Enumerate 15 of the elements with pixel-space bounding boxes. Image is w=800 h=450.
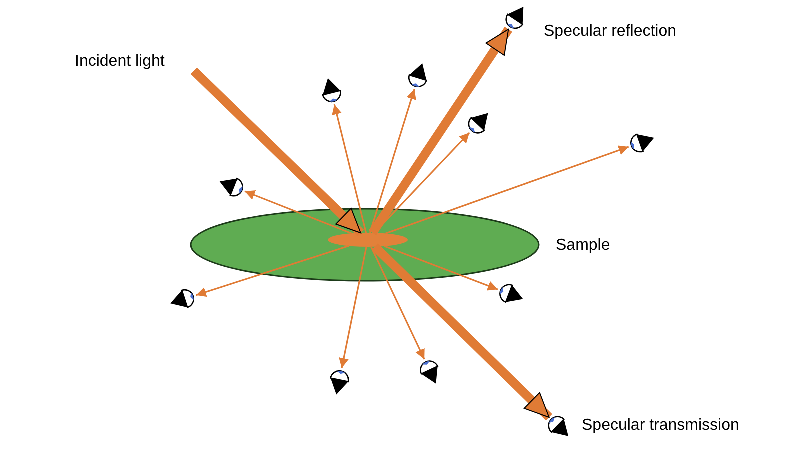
light-beam-arrow (190, 68, 364, 236)
scattered-light-arrow (370, 246, 426, 360)
scattered-light-arrow (244, 190, 352, 234)
scattered-light-arrow (339, 246, 368, 368)
light-beam-arrow (368, 26, 512, 236)
scattered-light-arrow (384, 246, 498, 291)
detector-label: Specular transmission (582, 416, 740, 436)
detector-label: Specular reflection (544, 22, 677, 42)
beam-label: Incident light (75, 52, 165, 72)
sample-label: Sample (556, 236, 610, 256)
scattered-light-arrow (369, 89, 416, 234)
scattered-light-arrow (196, 245, 350, 298)
scattered-light-arrow (385, 146, 630, 234)
light-beam-arrow (372, 244, 552, 421)
scattered-light-arrow (332, 104, 368, 234)
